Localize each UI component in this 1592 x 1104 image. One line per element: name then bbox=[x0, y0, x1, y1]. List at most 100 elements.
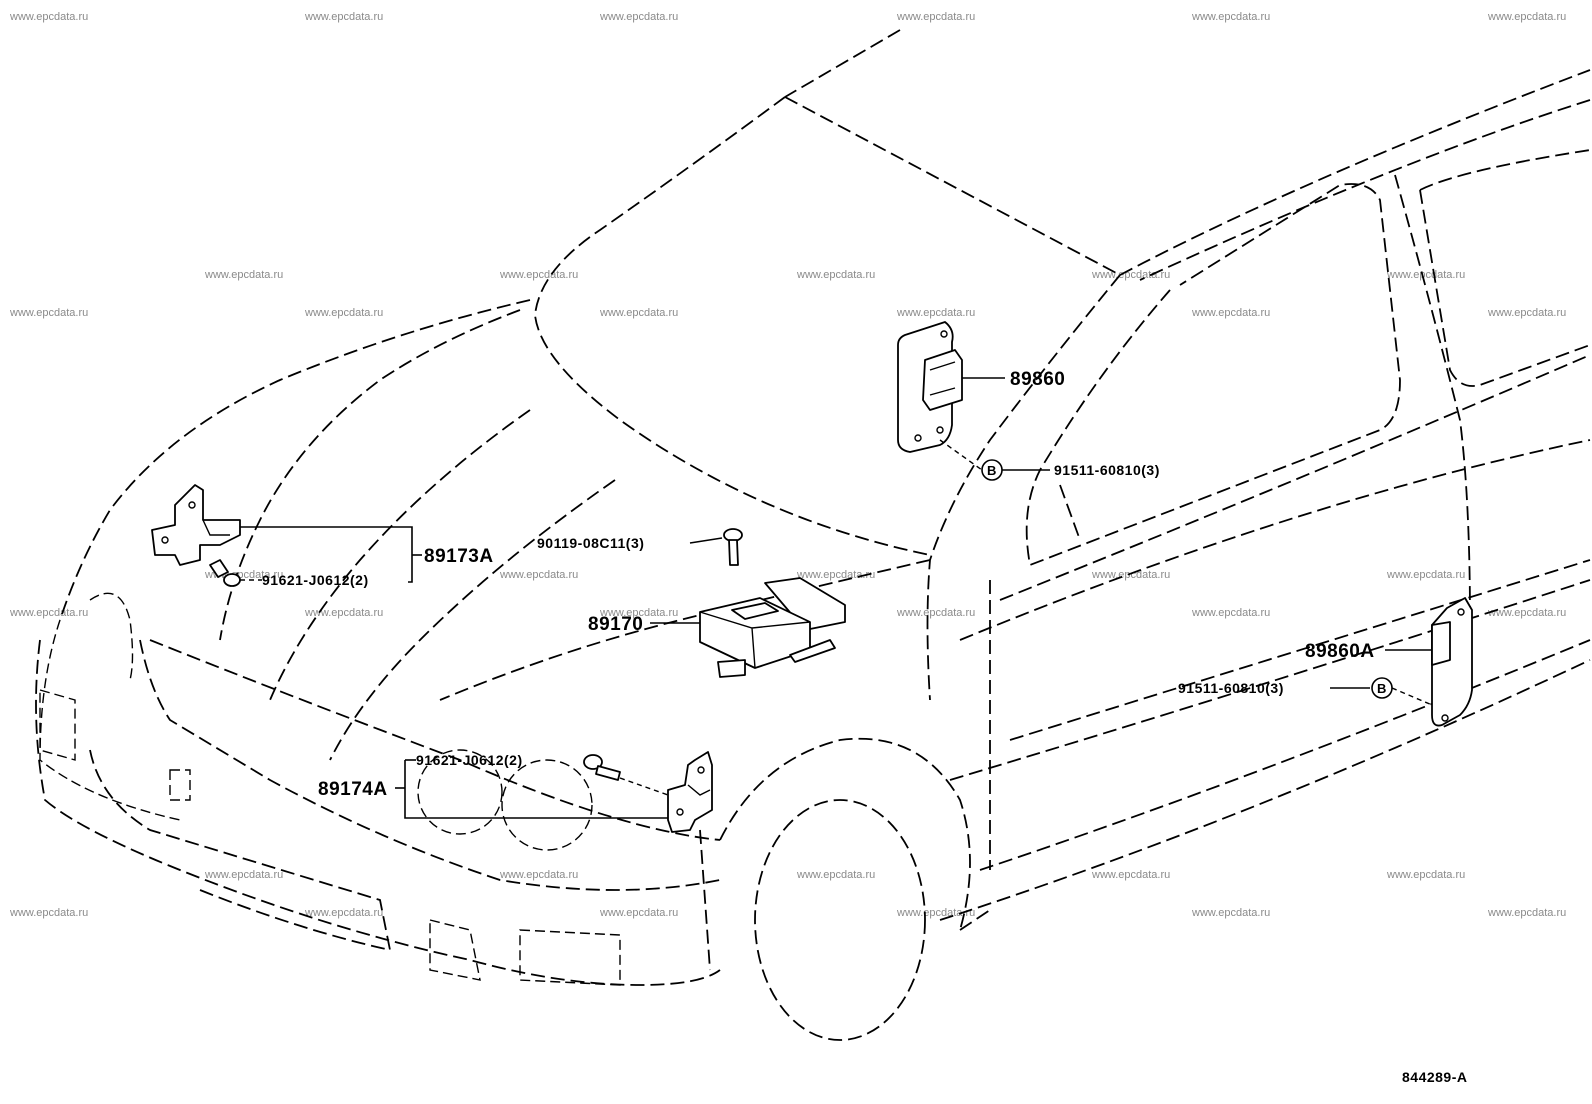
ecu-89170-label-plate bbox=[731, 602, 779, 620]
leader-dash-b-top bbox=[939, 439, 983, 471]
bracket-89174A-hole bbox=[676, 808, 684, 816]
part-number-91621-top[interactable]: 91621-J0612(2) bbox=[262, 572, 369, 588]
bumper-left bbox=[39, 619, 181, 821]
watermark-layer: www.epcdata.ru www.epcdata.ru www.epcdat… bbox=[9, 11, 1566, 919]
leader-90119 bbox=[689, 537, 723, 544]
watermark: www.epcdata.ru bbox=[499, 269, 578, 281]
watermark: www.epcdata.ru bbox=[204, 269, 283, 281]
sensor-89860[interactable] bbox=[897, 321, 963, 453]
watermark: www.epcdata.ru bbox=[1091, 269, 1170, 281]
watermark: www.epcdata.ru bbox=[896, 607, 975, 619]
bolt-91621-top-shank bbox=[209, 559, 229, 578]
part-number-89170[interactable]: 89170 bbox=[588, 614, 643, 635]
headlamp-left-outline bbox=[89, 592, 134, 681]
watermark: www.epcdata.ru bbox=[9, 307, 88, 319]
watermark: www.epcdata.ru bbox=[1386, 569, 1465, 581]
ecu-89170-connector bbox=[717, 659, 746, 678]
bracket-89174A-body bbox=[667, 751, 713, 833]
front-side-window bbox=[1025, 183, 1401, 567]
part-number-91621-bottom[interactable]: 91621-J0612(2) bbox=[416, 752, 523, 768]
sensor-89860A-hole bbox=[1441, 714, 1449, 722]
windshield-lower-edge bbox=[534, 96, 931, 556]
door-crease-upper bbox=[1009, 559, 1591, 741]
bolt-90119-shank bbox=[728, 539, 739, 566]
part-number-89174A[interactable]: 89174A bbox=[318, 779, 388, 800]
ecu-89170-tab bbox=[789, 639, 836, 663]
cowl-line bbox=[439, 559, 931, 701]
beltline-lower bbox=[959, 439, 1591, 641]
intake-slot bbox=[429, 919, 481, 981]
watermark: www.epcdata.ru bbox=[9, 11, 88, 23]
roof-line-inner bbox=[1139, 99, 1591, 281]
watermark: www.epcdata.ru bbox=[896, 907, 975, 919]
watermark: www.epcdata.ru bbox=[599, 307, 678, 319]
fog-lamp-right bbox=[519, 929, 621, 986]
watermark: www.epcdata.ru bbox=[1386, 869, 1465, 881]
watermark: www.epcdata.ru bbox=[499, 569, 578, 581]
sensor-89860-hole bbox=[940, 330, 948, 338]
watermark: www.epcdata.ru bbox=[796, 869, 875, 881]
watermark: www.epcdata.ru bbox=[304, 907, 383, 919]
watermark: www.epcdata.ru bbox=[896, 11, 975, 23]
front-bumper-lower bbox=[35, 639, 721, 986]
sensor-89860-hole bbox=[914, 434, 922, 442]
hood-crease-2 bbox=[269, 409, 531, 701]
watermark: www.epcdata.ru bbox=[796, 269, 875, 281]
sensor-89860-body bbox=[922, 349, 963, 411]
bracket-89174A[interactable] bbox=[667, 751, 713, 833]
hood-crease-3 bbox=[329, 479, 616, 761]
marker-b-letter: B bbox=[987, 463, 996, 478]
watermark: www.epcdata.ru bbox=[1191, 307, 1270, 319]
part-number-90119[interactable]: 90119-08C11(3) bbox=[537, 535, 644, 551]
grille-top bbox=[139, 639, 721, 891]
rear-window-top bbox=[1419, 149, 1591, 191]
leader-dash-91621-bottom bbox=[619, 777, 669, 796]
rocker-line-upper bbox=[979, 639, 1591, 871]
car-body-outline bbox=[35, 29, 1591, 1041]
sensor-89860-hole bbox=[936, 426, 944, 434]
watermark: www.epcdata.ru bbox=[1487, 907, 1566, 919]
ecu-89170-edges bbox=[699, 611, 811, 669]
bracket-89173A-fold bbox=[202, 519, 230, 536]
watermark: www.epcdata.ru bbox=[1386, 269, 1465, 281]
beltline bbox=[999, 354, 1591, 601]
leader-dash-b-bottom bbox=[1391, 687, 1433, 706]
watermark: www.epcdata.ru bbox=[499, 869, 578, 881]
watermark: www.epcdata.ru bbox=[896, 307, 975, 319]
bolt-91621-top-head bbox=[223, 573, 241, 587]
watermark: www.epcdata.ru bbox=[1487, 607, 1566, 619]
part-number-89173A[interactable]: 89173A bbox=[424, 546, 494, 567]
part-number-91511-top[interactable]: 91511-60810(3) bbox=[1054, 462, 1160, 478]
bolt-91621-bottom[interactable] bbox=[583, 754, 621, 781]
a-pillar bbox=[926, 274, 1121, 701]
wheel-arch bbox=[719, 737, 971, 931]
rocker-start bbox=[959, 909, 991, 931]
headlamp-round-1 bbox=[417, 749, 503, 835]
bracket-89174A-fold bbox=[687, 784, 711, 796]
bracket-89173A[interactable] bbox=[151, 484, 241, 566]
door-crease bbox=[949, 579, 1591, 781]
bracket-89173A-hole bbox=[188, 501, 196, 509]
marker-b-letter: B bbox=[1377, 681, 1386, 696]
part-number-91511-bottom[interactable]: 91511-60810(3) bbox=[1178, 680, 1284, 696]
part-number-89860[interactable]: 89860 bbox=[1010, 369, 1065, 390]
rear-side-window bbox=[1419, 189, 1591, 387]
sensor-89860A[interactable] bbox=[1431, 597, 1473, 727]
watermark: www.epcdata.ru bbox=[1487, 11, 1566, 23]
bolt-90119[interactable] bbox=[723, 528, 743, 566]
sensor-89860A-body bbox=[1431, 621, 1451, 666]
ecu-89170[interactable] bbox=[699, 577, 846, 678]
watermark: www.epcdata.ru bbox=[1487, 307, 1566, 319]
watermark: www.epcdata.ru bbox=[9, 607, 88, 619]
watermark: www.epcdata.ru bbox=[1091, 569, 1170, 581]
watermark: www.epcdata.ru bbox=[599, 11, 678, 23]
front-wheel bbox=[754, 799, 926, 1041]
watermark: www.epcdata.ru bbox=[796, 569, 875, 581]
watermark: www.epcdata.ru bbox=[304, 11, 383, 23]
watermark: www.epcdata.ru bbox=[304, 307, 383, 319]
bolt-91621-bottom-shank bbox=[595, 765, 621, 781]
part-number-89860A[interactable]: 89860A bbox=[1305, 641, 1375, 662]
sensor-89860A-hole bbox=[1457, 608, 1465, 616]
